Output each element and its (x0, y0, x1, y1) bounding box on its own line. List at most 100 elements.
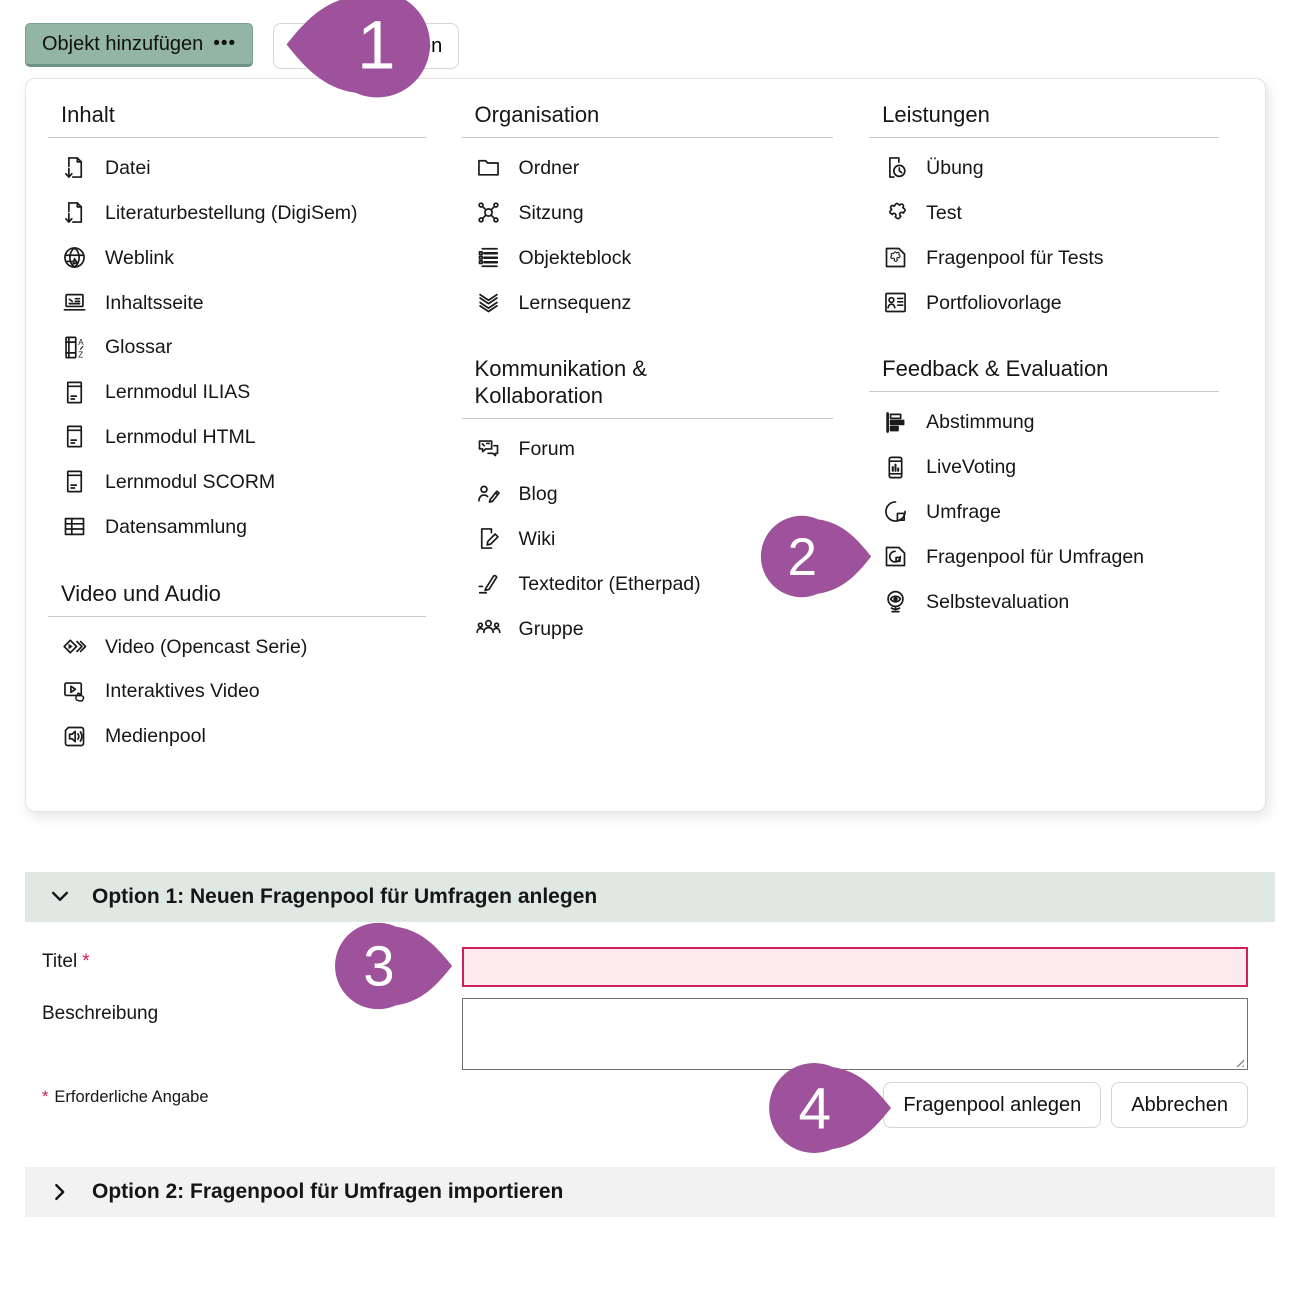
menu-item-ordner[interactable]: Ordner (452, 152, 860, 183)
menu-section-title: Kommunikation & Kollaboration (474, 356, 647, 409)
session-icon (475, 199, 502, 226)
menu-section-title: Inhalt (61, 102, 115, 127)
callout-3: 3 (332, 919, 454, 1013)
ellipsis-icon: ••• (213, 33, 237, 54)
menu-item-lernmodul-scorm[interactable]: Lernmodul SCORM (38, 466, 452, 497)
menu-item-lernsequenz[interactable]: Lernsequenz (452, 287, 860, 318)
option2-accordion-header[interactable]: Option 2: Fragenpool für Umfragen import… (25, 1167, 1275, 1217)
menu-item-sitzung[interactable]: Sitzung (452, 197, 860, 228)
option2-title: Option 2: Fragenpool für Umfragen import… (92, 1180, 564, 1203)
menu-item-abstimmung[interactable]: Abstimmung (859, 406, 1245, 437)
callout-4: 4 (766, 1059, 893, 1157)
menu-item-inhaltsseite[interactable]: Inhaltsseite (38, 287, 452, 318)
group-icon (475, 615, 502, 642)
menu-item-gruppe[interactable]: Gruppe (452, 613, 860, 644)
menu-item-label: Interaktives Video (105, 680, 260, 703)
exercise-icon (882, 154, 909, 181)
textarea-resize-handle[interactable] (1233, 1056, 1244, 1067)
required-asterisk: * (42, 1088, 49, 1106)
learning-module-icon (61, 468, 88, 495)
menu-item-übung[interactable]: Übung (859, 152, 1245, 183)
menu-item-label: Selbstevaluation (926, 590, 1070, 613)
svg-text:A: A (78, 338, 84, 347)
description-textarea[interactable] (462, 998, 1248, 1070)
menu-item-blog[interactable]: Blog (452, 478, 860, 509)
svg-text:Z: Z (78, 350, 83, 359)
menu-item-literaturbestellung-digisem[interactable]: Literaturbestellung (DigiSem) (38, 197, 452, 228)
menu-item-texteditor-etherpad[interactable]: Texteditor (Etherpad) (452, 568, 860, 599)
menu-item-label: Video (Opencast Serie) (105, 635, 308, 658)
video-series-icon (61, 633, 88, 660)
menu-item-wiki[interactable]: Wiki (452, 523, 860, 554)
menu-item-portfoliovorlage[interactable]: Portfoliovorlage (859, 287, 1245, 318)
callout-number: 3 (363, 935, 394, 998)
learning-sequence-icon (475, 289, 502, 316)
option1-accordion-header[interactable]: Option 1: Neuen Fragenpool für Umfragen … (25, 872, 1275, 922)
menu-item-selbstevaluation[interactable]: Selbstevaluation (859, 586, 1245, 617)
option1-title: Option 1: Neuen Fragenpool für Umfragen … (92, 885, 598, 908)
title-input[interactable] (462, 947, 1248, 987)
divider (869, 391, 1219, 393)
menu-item-label: Lernsequenz (518, 291, 632, 314)
puzzle-icon (882, 199, 909, 226)
live-voting-icon (882, 454, 909, 481)
menu-item-label: Gruppe (518, 617, 584, 640)
menu-item-datei[interactable]: Datei (38, 152, 452, 183)
menu-item-label: Datei (105, 156, 151, 179)
question-pool-test-icon (882, 244, 909, 271)
menu-item-video-opencast-serie[interactable]: Video (Opencast Serie) (38, 631, 452, 662)
menu-item-weblink[interactable]: Weblink (38, 242, 452, 273)
menu-item-label: Blog (518, 483, 558, 506)
text-editor-icon (475, 570, 502, 597)
menu-section-title: Organisation (474, 102, 600, 127)
menu-item-label: Literaturbestellung (DigiSem) (105, 201, 358, 224)
menu-item-lernmodul-html[interactable]: Lernmodul HTML (38, 421, 452, 452)
portfolio-template-icon (882, 289, 909, 316)
menu-item-label: Medienpool (105, 725, 206, 748)
blog-icon (475, 481, 502, 508)
forum-icon (475, 436, 502, 463)
menu-item-label: Texteditor (Etherpad) (518, 572, 701, 595)
object-block-icon (475, 244, 502, 271)
menu-item-interaktives-video[interactable]: Interaktives Video (38, 675, 452, 706)
page-customize-button[interactable]: alten (273, 23, 460, 69)
divider (461, 418, 834, 420)
toolbar: Objekt hinzufügen ••• alten (25, 23, 460, 69)
menu-item-lernmodul-ilias[interactable]: Lernmodul ILIAS (38, 376, 452, 407)
add-object-label: Objekt hinzufügen (42, 32, 204, 55)
create-question-pool-button[interactable]: Fragenpool anlegen (883, 1082, 1102, 1128)
menu-section-title: Leistungen (882, 102, 990, 127)
menu-item-test[interactable]: Test (859, 197, 1245, 228)
add-object-button[interactable]: Objekt hinzufügen ••• (25, 23, 254, 67)
file-download-icon (61, 199, 88, 226)
menu-item-umfrage[interactable]: Umfrage (859, 496, 1245, 527)
menu-item-livevoting[interactable]: LiveVoting (859, 451, 1245, 482)
menu-item-fragenpool-für-umfragen[interactable]: Fragenpool für Umfragen (859, 541, 1245, 572)
menu-item-forum[interactable]: Forum (452, 433, 860, 464)
divider (869, 137, 1219, 138)
menu-item-label: Abstimmung (926, 411, 1035, 434)
menu-item-medienpool[interactable]: Medienpool (38, 720, 452, 751)
question-pool-survey-icon (882, 543, 909, 570)
wiki-icon (475, 525, 502, 552)
menu-item-label: Lernmodul SCORM (105, 470, 276, 493)
cancel-button[interactable]: Abbrechen (1111, 1082, 1248, 1128)
menu-item-label: Lernmodul ILIAS (105, 381, 251, 404)
menu-item-label: Forum (518, 438, 575, 461)
title-label: Titel* (42, 951, 90, 972)
form-buttons: Fragenpool anlegen Abbrechen (883, 1082, 1248, 1128)
menu-item-datensammlung[interactable]: Datensammlung (38, 511, 452, 542)
menu-item-label: Lernmodul HTML (105, 425, 256, 448)
divider (48, 615, 426, 617)
menu-item-fragenpool-für-tests[interactable]: Fragenpool für Tests (859, 242, 1245, 273)
menu-item-objekteblock[interactable]: Objekteblock (452, 242, 860, 273)
pie-survey-icon (882, 498, 909, 525)
menu-item-label: Ordner (518, 156, 580, 179)
